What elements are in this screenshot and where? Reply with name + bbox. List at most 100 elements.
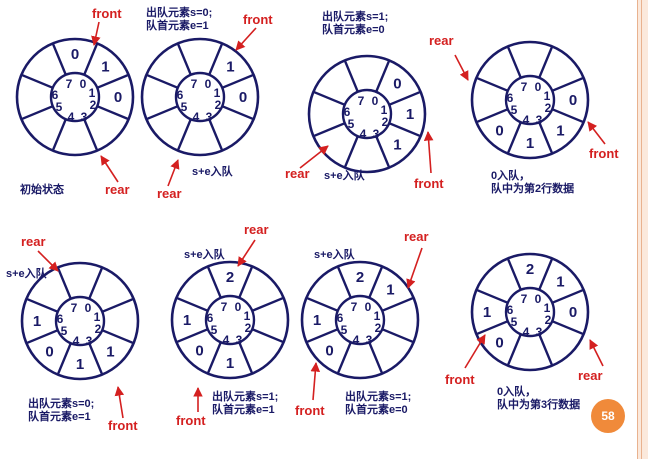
sector-divider [506, 257, 522, 291]
rear-arrow [167, 159, 180, 187]
sector-divider [305, 296, 339, 312]
caption-queue-head: 队首元素e=1 [146, 20, 209, 32]
slot-value: 1 [483, 304, 491, 321]
front-arrow [464, 334, 486, 369]
page-number-badge: 58 [591, 399, 625, 433]
sector-divider [145, 73, 179, 89]
slot-value: 1 [76, 356, 84, 373]
slot-index-label: 7 [221, 300, 228, 314]
slot-index-label: 6 [207, 311, 214, 325]
slot-index-label: 3 [373, 127, 380, 141]
slot-index-label: 4 [68, 110, 75, 124]
slot-value: 1 [313, 312, 321, 329]
sector-divider [538, 333, 554, 367]
rear-arrow [37, 250, 59, 272]
front-arrow [423, 131, 434, 174]
slot-index-label: 7 [191, 77, 198, 91]
slot-value: 1 [386, 282, 394, 299]
inner-ring [504, 286, 556, 338]
front-label: front [445, 372, 475, 387]
rear-arrow [589, 339, 604, 367]
sector-divider [88, 342, 104, 376]
sector-divider [475, 76, 509, 92]
slot-index-label: 0 [372, 94, 379, 108]
inner-ring [204, 294, 256, 346]
sector-divider [475, 320, 509, 336]
slot-index-label: 5 [348, 117, 355, 131]
front-label: front [295, 403, 325, 418]
sector-divider [101, 297, 135, 313]
outer-ring [140, 37, 260, 157]
caption-dequeue: 出队元素s=1; [322, 11, 389, 23]
sector-divider [175, 328, 209, 344]
sector-divider [538, 257, 554, 291]
slot-index-label: 3 [366, 333, 373, 347]
slot-index-label: 3 [536, 325, 543, 339]
slot-value: 1 [526, 135, 534, 152]
inner-ring [54, 295, 106, 347]
slot-index-label: 4 [523, 325, 530, 339]
caption-enqueue: s+e入队 [184, 249, 225, 261]
inner-ring [174, 71, 226, 123]
slot-index-label: 3 [86, 334, 93, 348]
caption-zero-enqueue: 0入队， [491, 170, 531, 182]
caption-enqueue: s+e入队 [6, 268, 47, 280]
slot-value: 2 [226, 269, 234, 286]
slot-index-label: 0 [80, 77, 87, 91]
sector-divider [538, 45, 554, 79]
sector-divider [388, 90, 422, 106]
slot-value: 0 [495, 122, 503, 139]
sector-divider [251, 328, 285, 344]
slot-value: 1 [406, 106, 414, 123]
slot-index-label: 1 [544, 89, 551, 103]
sector-divider [305, 328, 339, 344]
sector-divider [551, 320, 585, 336]
rear-label: rear [429, 33, 454, 48]
sector-divider [368, 341, 384, 375]
sector-divider [20, 73, 54, 89]
sector-divider [145, 105, 179, 121]
front-label: front [414, 176, 444, 191]
rear-label: rear [105, 182, 130, 197]
sector-divider [51, 42, 67, 76]
front-arrow [114, 386, 125, 419]
sector-divider [375, 59, 391, 93]
sector-divider [206, 341, 222, 375]
slot-value: 1 [33, 313, 41, 330]
caption-queue-head: 队首元素e=1 [28, 411, 91, 423]
slot-value: 0 [71, 46, 79, 63]
outer-ring [170, 260, 290, 380]
sector-divider [551, 288, 585, 304]
sector-divider [368, 265, 384, 299]
slot-index-label: 5 [341, 323, 348, 337]
slot-index-label: 7 [71, 301, 78, 315]
sector-divider [20, 105, 54, 121]
front-arrow [587, 121, 606, 145]
outer-ring [20, 261, 140, 381]
slot-index-label: 0 [535, 80, 542, 94]
sector-divider [56, 342, 72, 376]
rear-label: rear [578, 368, 603, 383]
slot-index-label: 7 [521, 80, 528, 94]
sector-divider [176, 118, 192, 152]
slot-index-label: 6 [507, 303, 514, 317]
slot-index-label: 0 [365, 300, 372, 314]
outer-ring [300, 260, 420, 380]
slot-index-label: 6 [52, 88, 59, 102]
slot-index-label: 1 [544, 301, 551, 315]
rear-arrow [454, 54, 469, 81]
slot-value: 0 [239, 89, 247, 106]
rear-arrow [237, 239, 256, 267]
slot-value: 1 [101, 59, 109, 76]
sector-divider [381, 296, 415, 312]
slot-index-label: 1 [94, 310, 101, 324]
slot-value: 1 [106, 343, 114, 360]
inner-ring [341, 88, 393, 140]
slot-index-label: 3 [81, 110, 88, 124]
sector-divider [551, 108, 585, 124]
caption-queue-head: 队首元素e=1 [212, 404, 275, 416]
caption-queue-head: 队首元素e=0 [322, 24, 385, 36]
